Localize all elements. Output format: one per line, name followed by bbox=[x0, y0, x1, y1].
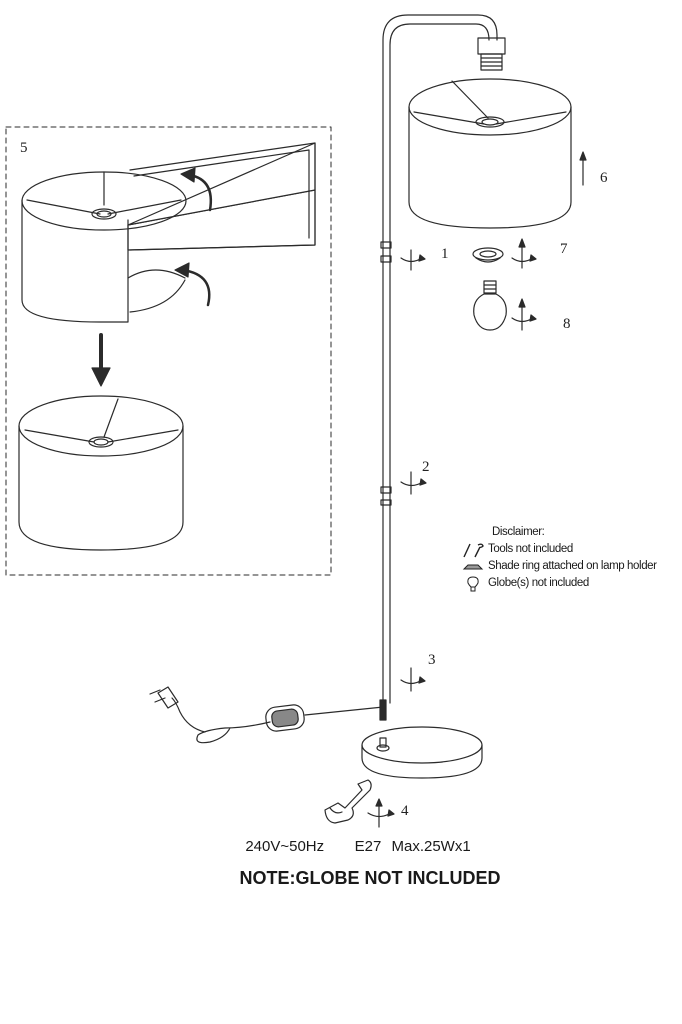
bulb-part bbox=[473, 280, 507, 331]
disclaimer-text-tools: Tools not included bbox=[488, 543, 573, 555]
step-number-1: 1 bbox=[441, 246, 449, 262]
disclaimer: Disclaimer: Tools not included Shade rin… bbox=[458, 524, 657, 592]
electrical-specs: 240V~50Hz E27 Max.25Wx1 bbox=[245, 838, 471, 855]
down-arrow-icon bbox=[91, 333, 111, 387]
rotate-icon-2 bbox=[400, 471, 427, 495]
lamp-base bbox=[361, 699, 483, 779]
disclaimer-text-globe: Globe(s) not included bbox=[488, 577, 589, 589]
rotate-icon-4 bbox=[367, 798, 395, 828]
shade-assembled bbox=[18, 395, 184, 551]
rotate-icon-7 bbox=[511, 238, 537, 269]
bulb-icon bbox=[458, 575, 488, 592]
disclaimer-text-shade-ring: Shade ring attached on lamp holder bbox=[488, 560, 657, 572]
rotate-icon-3 bbox=[400, 667, 426, 692]
lamp-shade bbox=[408, 78, 572, 229]
disclaimer-item-globe: Globe(s) not included bbox=[458, 575, 657, 592]
shade-unwrapping bbox=[21, 142, 316, 323]
disclaimer-item-tools: Tools not included bbox=[458, 541, 657, 558]
step-number-3: 3 bbox=[428, 652, 436, 668]
step-number-7: 7 bbox=[560, 241, 568, 257]
disclaimer-title: Disclaimer: bbox=[492, 526, 545, 538]
step-number-6: 6 bbox=[600, 170, 608, 186]
lamp-pole bbox=[380, 14, 498, 704]
tools-icon bbox=[458, 542, 488, 558]
step-number-4: 4 bbox=[401, 803, 409, 819]
lamp-holder bbox=[477, 37, 506, 71]
power-cord bbox=[149, 686, 384, 744]
step-number-8: 8 bbox=[563, 316, 571, 332]
up-arrow-icon bbox=[579, 151, 587, 186]
step-number-2: 2 bbox=[422, 459, 430, 475]
disclaimer-item-shade-ring: Shade ring attached on lamp holder bbox=[458, 558, 657, 575]
rotate-icon-8 bbox=[511, 298, 537, 331]
shade-ring-icon bbox=[458, 562, 488, 572]
rotate-icon-1 bbox=[400, 249, 426, 271]
wrench-icon bbox=[324, 779, 372, 824]
shade-ring-part bbox=[472, 247, 504, 263]
step-number-5: 5 bbox=[20, 140, 28, 156]
step-5-frame bbox=[5, 126, 332, 576]
globe-note: NOTE:GLOBE NOT INCLUDED bbox=[239, 868, 501, 888]
